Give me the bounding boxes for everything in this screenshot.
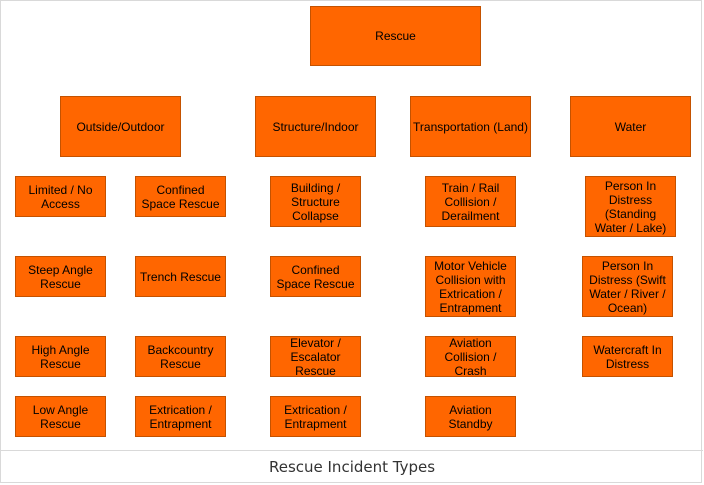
node-limited-no-access[interactable]: Limited / No Access [15, 176, 106, 217]
node-building-structure-collapse[interactable]: Building / Structure Collapse [270, 176, 361, 227]
node-confined-space-rescue-indoor[interactable]: Confined Space Rescue [270, 256, 361, 297]
node-elevator-escalator-rescue[interactable]: Elevator / Escalator Rescue [270, 336, 361, 378]
diagram-caption: Rescue Incident Types [268, 458, 436, 476]
diagram-canvas: Rescue Outside/Outdoor Structure/Indoor … [15, 6, 691, 437]
node-confined-space-rescue-outdoor[interactable]: Confined Space Rescue [135, 176, 226, 217]
node-backcountry-rescue[interactable]: Backcountry Rescue [135, 336, 226, 377]
node-train-rail-collision[interactable]: Train / Rail Collision / Derailment [425, 176, 516, 227]
node-steep-angle-rescue[interactable]: Steep Angle Rescue [15, 256, 106, 297]
node-motor-vehicle-collision[interactable]: Motor Vehicle Collision with Extrication… [425, 256, 516, 317]
category-transportation-land[interactable]: Transportation (Land) [410, 96, 531, 157]
node-rescue[interactable]: Rescue [310, 6, 481, 66]
node-low-angle-rescue[interactable]: Low Angle Rescue [15, 396, 106, 437]
category-outside-outdoor[interactable]: Outside/Outdoor [60, 96, 181, 157]
node-aviation-collision-crash[interactable]: Aviation Collision / Crash [425, 336, 516, 378]
node-person-distress-standing-water[interactable]: Person In Distress (Standing Water / Lak… [585, 176, 676, 237]
node-aviation-standby[interactable]: Aviation Standby [425, 396, 516, 437]
node-person-distress-swift-water[interactable]: Person In Distress (Swift Water / River … [582, 256, 673, 317]
category-structure-indoor[interactable]: Structure/Indoor [255, 96, 376, 157]
category-water[interactable]: Water [570, 96, 691, 157]
caption-divider [1, 450, 703, 451]
node-trench-rescue[interactable]: Trench Rescue [135, 256, 226, 297]
node-extrication-entrapment-indoor[interactable]: Extrication / Entrapment [270, 396, 361, 437]
node-high-angle-rescue[interactable]: High Angle Rescue [15, 336, 106, 377]
node-extrication-entrapment-outdoor[interactable]: Extrication / Entrapment [135, 396, 226, 437]
node-watercraft-in-distress[interactable]: Watercraft In Distress [582, 336, 673, 377]
